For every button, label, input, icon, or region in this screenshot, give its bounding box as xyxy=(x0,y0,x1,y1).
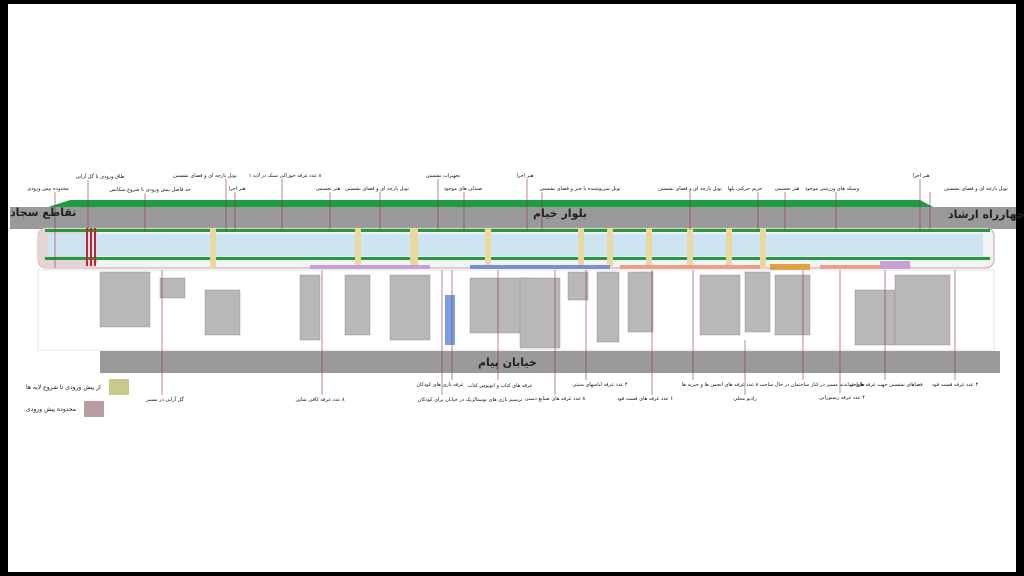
buildings xyxy=(99,271,951,349)
bottom-label: ۴ عدد غرفه فست فود xyxy=(931,382,979,388)
crossing-bridges xyxy=(210,228,766,268)
bottom-road xyxy=(100,351,1000,373)
road-name-left: تقاطع سجاد xyxy=(10,206,77,219)
top-label: تونل پارچه ای و فضای نشستن xyxy=(944,186,1008,192)
top-green-strip xyxy=(45,200,935,208)
top-label: تونل پارچه ای و فضای نشستن xyxy=(345,186,409,192)
booth-row xyxy=(310,261,910,270)
top-label: تونل سرپوشیده با چتر و فضای نشستن xyxy=(539,186,621,192)
bottom-label: رادیو محلی xyxy=(733,396,757,402)
legend-label: از پیش ورودی تا شروع لایه ها xyxy=(26,383,101,391)
top-label: تونل پارچه ای و فضای نشستن xyxy=(173,173,237,179)
bottom-label: فضاهای نشستن جهت غرفه های غذا xyxy=(847,382,923,388)
site-plan-sheet: تقاطع سجاد بلوار خیام چهارراه ارشاد خیاب… xyxy=(8,4,1024,572)
top-label: تجهیزات نشستن xyxy=(425,173,461,179)
kids-play-lane xyxy=(445,295,455,345)
legend-label: محدوده پیش ورودی xyxy=(26,405,76,413)
top-label: محدوده پیش ورودی xyxy=(27,186,69,192)
legend-item: از پیش ورودی تا شروع لایه ها xyxy=(26,379,129,395)
bottom-label: غرفه های کتاب و اتوبوس کتاب xyxy=(467,383,533,389)
water-channel xyxy=(48,234,983,256)
bottom-label: ۸ عدد غرفه کافی شاپی xyxy=(295,397,345,403)
top-label: ۸ عدد غرفه خوراکی سبک در لایه ۱ xyxy=(248,173,322,179)
bottom-label: ۸ عدد غرفه های صنایع دستی xyxy=(524,396,586,402)
bottom-label: ۶ عدد غرفه های فست فود xyxy=(617,396,673,402)
top-label: هنر تجسمی xyxy=(774,186,800,192)
top-label: هنر اجرا xyxy=(912,173,930,179)
bottom-label: گل آرایی در مسیر xyxy=(146,397,184,403)
bottom-label: ۴ عدد غرفه رستورانی xyxy=(819,395,865,401)
legend-swatch xyxy=(83,401,104,417)
leader-lines xyxy=(54,179,956,395)
bottom-label: ۴ عدد غرفه لباسهای سنتی xyxy=(572,382,628,388)
top-label: حد فاصل پیش ورودی تا شروع سکانس xyxy=(109,187,191,193)
legend-swatch xyxy=(108,379,129,395)
top-label: طاق ورودی با گل آرایی xyxy=(75,174,125,180)
top-road xyxy=(10,207,1016,229)
top-label: وسیله های ورزشی موجود xyxy=(804,186,860,192)
road-name-top: بلوار خیام xyxy=(533,207,588,220)
green-edge-bottom xyxy=(45,257,990,260)
road-name-bottom: خیابان پیام xyxy=(478,356,537,369)
entry-arch xyxy=(86,228,96,266)
bottom-label: طراحی بدنه مسیر در کنار ساختمان در حال س… xyxy=(759,382,865,388)
green-edge-top xyxy=(45,229,990,232)
top-label: حریم حرکتی پلها xyxy=(727,186,763,192)
top-label: هنر اجرا xyxy=(516,173,534,179)
legend-item: محدوده پیش ورودی xyxy=(26,401,104,417)
road-name-right: چهارراه ارشاد xyxy=(948,208,1024,221)
bottom-label: غرفه بازی های کودکان xyxy=(416,382,464,388)
top-label: هنر تجسمی xyxy=(315,186,341,192)
top-label: هنر اجرا xyxy=(228,186,246,192)
site-plan xyxy=(10,179,1016,395)
top-label: صندلی های موجود xyxy=(443,186,483,192)
bottom-label: ترسیم بازی های نوستالژیک در خیابان برای … xyxy=(417,397,523,403)
bottom-label: ۸ عدد غرفه های انجمن ها و خیریه ها xyxy=(681,382,759,388)
top-label: تونل پارچه ای و فضای نشستن xyxy=(658,186,722,192)
